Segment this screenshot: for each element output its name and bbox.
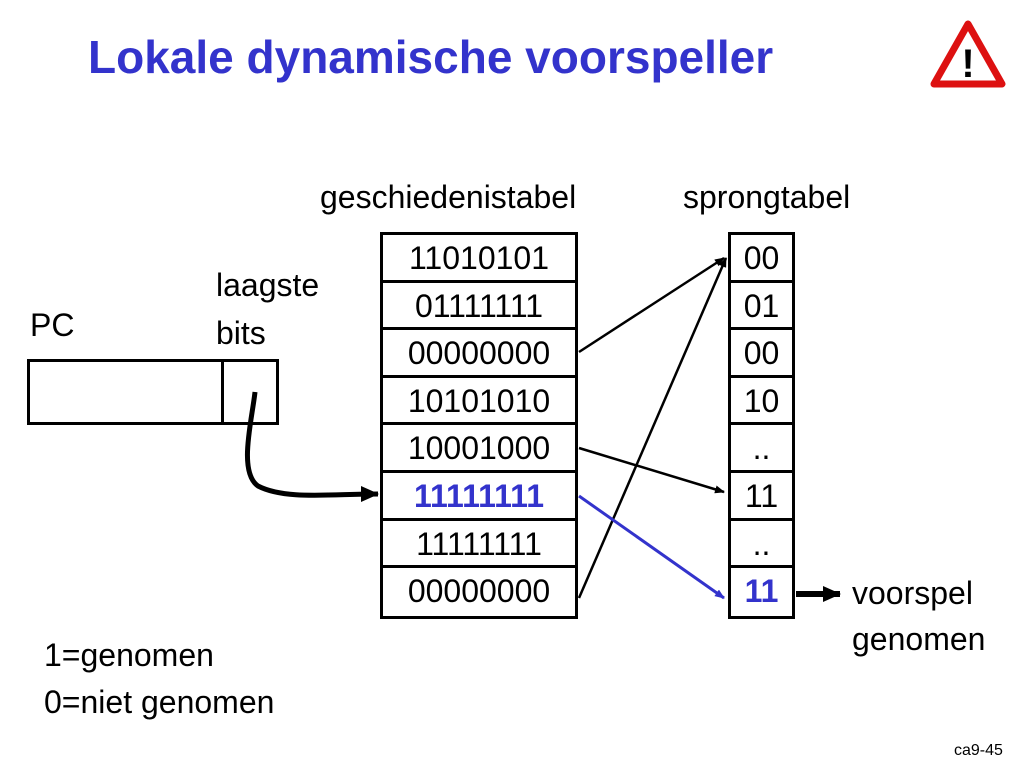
- history-row: 11111111: [383, 521, 575, 569]
- prediction-row: 10: [731, 378, 792, 426]
- legend-line1: 1=genomen: [44, 637, 214, 673]
- prediction-row: ..: [731, 521, 792, 569]
- prediction-label-line1: voorspel: [852, 575, 973, 611]
- pc-register: [27, 359, 279, 425]
- warning-triangle-icon: !: [930, 20, 1006, 88]
- prediction-row: 00: [731, 330, 792, 378]
- slide-number: ca9-45: [954, 742, 1003, 759]
- legend-line2: 0=niet genomen: [44, 684, 275, 720]
- history-row: 10001000: [383, 425, 575, 473]
- history-row: 10101010: [383, 378, 575, 426]
- svg-text:!: !: [961, 42, 974, 86]
- prediction-table-label: sprongtabel: [683, 179, 851, 215]
- prediction-row-selected: 11: [744, 573, 779, 610]
- history-row: 11010101: [383, 235, 575, 283]
- mapping-arrow: [577, 257, 728, 599]
- prediction-table: 00 01 00 10 .. 11 .. 11: [728, 232, 795, 619]
- history-row: 00000000: [383, 330, 575, 378]
- pc-low-bits-divider: [221, 362, 224, 422]
- prediction-row: 00: [731, 235, 792, 283]
- prediction-row: 11: [731, 473, 792, 521]
- history-row-selected: 11111111: [383, 473, 575, 521]
- history-row: 00000000: [407, 573, 551, 610]
- slide-title: Lokale dynamische voorspeller: [88, 31, 774, 83]
- prediction-row: 01: [731, 283, 792, 331]
- mapping-arrow: [578, 446, 725, 494]
- mapping-arrow: [578, 256, 725, 354]
- prediction-label-line2: genomen: [852, 621, 986, 657]
- low-bits-label-line2: bits: [216, 315, 266, 351]
- pc-label: PC: [30, 307, 75, 343]
- history-table-label: geschiedenistabel: [320, 179, 577, 215]
- low-bits-label-line1: laagste: [216, 267, 320, 303]
- history-table: 11010101 01111111 00000000 10101010 1000…: [380, 232, 578, 619]
- mapping-arrow-selected: [578, 494, 725, 600]
- index-arrow: [245, 391, 379, 503]
- history-row: 01111111: [383, 283, 575, 331]
- prediction-row: ..: [731, 425, 792, 473]
